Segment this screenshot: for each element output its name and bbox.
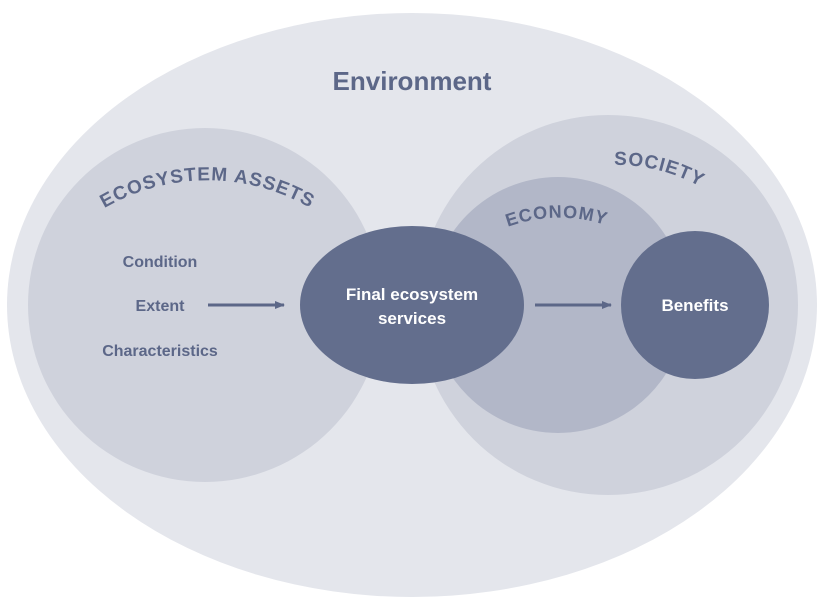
final-ecosystem-services-node — [300, 226, 524, 384]
benefits-label: Benefits — [661, 296, 728, 315]
benefits-node — [621, 231, 769, 379]
ecosystem-assets-area — [28, 128, 382, 482]
final-ecosystem-services-line1: Final ecosystem — [346, 285, 478, 304]
characteristics-label: Characteristics — [102, 343, 218, 360]
final-ecosystem-services-line2: services — [378, 309, 446, 328]
environment-title: Environment — [333, 66, 492, 96]
extent-label: Extent — [136, 298, 186, 315]
condition-label: Condition — [123, 254, 198, 271]
